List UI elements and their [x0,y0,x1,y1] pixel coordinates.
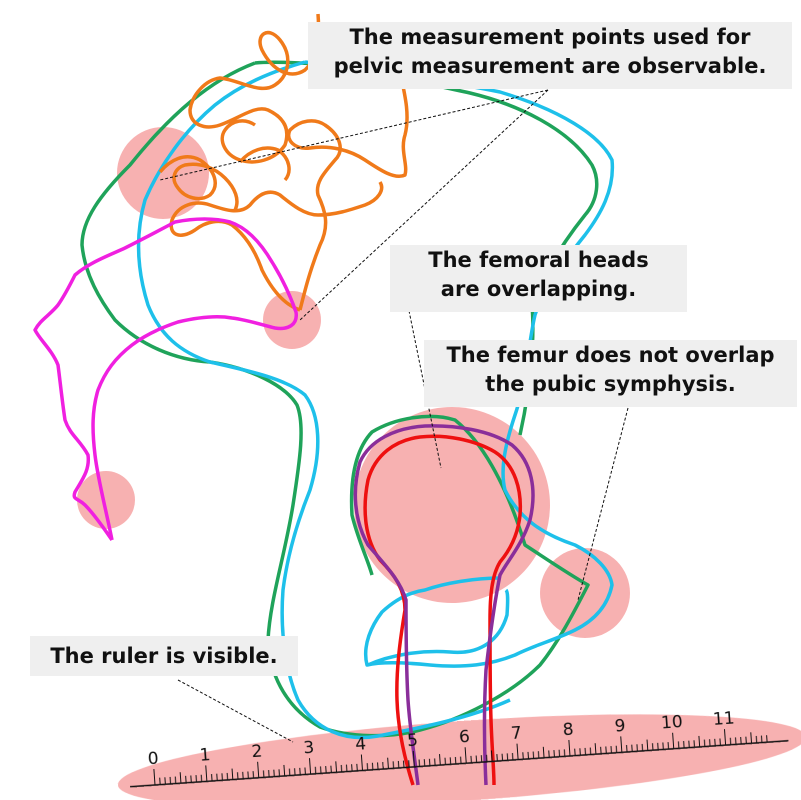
ruler-tick [620,736,623,753]
highlight-regions [77,127,801,800]
callout-ruler-visible: The ruler is visible. [30,636,298,676]
ruler-tick [205,765,208,782]
ruler-tick [153,769,156,786]
ruler-tick [335,761,338,773]
callout-femur-line1: The femur does not overlap [446,343,775,367]
callout-measurement-line2: pelvic measurement are observable. [333,54,767,78]
ruler-label: 1 [199,745,211,766]
ruler-label: 9 [614,716,626,737]
ruler-label: 6 [458,727,470,748]
callout-femur-symphysis: The femur does not overlap the pubic sym… [424,340,797,407]
callout-measurement-points: The measurement points used for pelvic m… [308,22,792,89]
ruler-tick [360,754,363,771]
ruler-tick [542,746,545,758]
callout-femoral-heads: The femoral heads are overlapping. [390,245,687,312]
ruler-tick [723,729,727,746]
ruler-tick [516,743,519,760]
callout-measurement-line1: The measurement points used for [349,25,751,49]
ruler-tick [594,743,597,755]
ruler-label: 3 [303,738,315,759]
ruler-label: 7 [510,723,522,744]
callout-femoral-line1: The femoral heads [428,248,649,272]
highlight-circle-iliac-point [263,291,321,349]
ruler-tick [568,739,571,757]
ruler-label: 2 [251,741,263,762]
ruler-label: 8 [562,720,574,741]
purple-femoral-head-outline [353,424,535,786]
highlight-circle-coccyx [77,471,135,529]
ruler: 0 1 2 3 4 5 6 7 8 9 10 11 [130,708,789,788]
ruler-tick [179,772,182,784]
magenta-sacrum-line [33,217,298,542]
ruler-labels: 0 1 2 3 4 5 6 7 8 9 10 11 [147,708,735,769]
leader-line-femoral [405,295,442,469]
leader-line-femur [577,407,629,601]
ruler-tick [750,732,753,744]
ruler-tick [231,768,234,780]
callout-femur-line2: the pubic symphysis. [485,372,736,396]
ruler-label: 5 [406,731,418,752]
callout-femoral-line2: are overlapping. [440,277,637,301]
leader-line-ruler [177,679,294,743]
ruler-label: 11 [712,708,735,729]
ruler-tick [309,758,312,775]
ruler-label: 4 [355,734,367,755]
ruler-label: 10 [660,712,683,733]
ruler-tick [412,750,415,767]
ruler-tick [439,754,441,766]
ruler-tick [490,750,493,762]
ruler-tick [257,761,260,778]
leader-line-measure-2 [299,89,549,321]
callout-ruler-line1: The ruler is visible. [50,644,278,668]
ruler-tick [283,764,286,776]
ruler-tick [387,757,389,769]
leader-lines [159,89,629,743]
ruler-tick [698,735,701,747]
highlight-ellipse-ruler [117,714,801,800]
ruler-tick [672,732,675,749]
ruler-tick [464,747,467,764]
ruler-ticks [153,729,768,786]
ruler-label: 0 [147,749,159,770]
leader-line-measure-1 [159,89,549,181]
highlight-circle-sacral-promontory [117,127,209,219]
ruler-tick [646,739,649,751]
orange-sacrum-outline [158,13,409,312]
